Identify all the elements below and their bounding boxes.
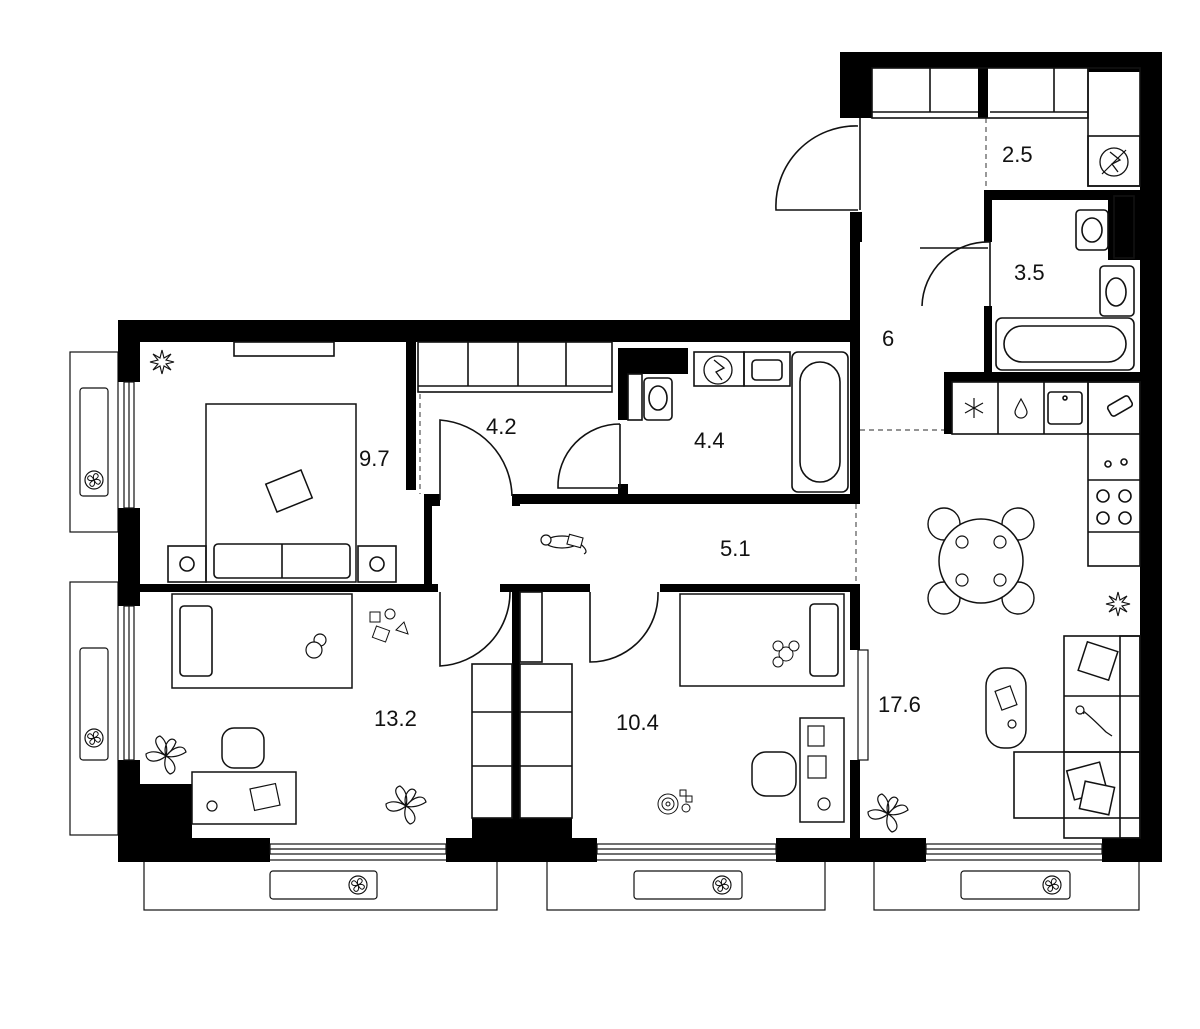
fan-icon [84, 470, 104, 490]
area-bedroom: 9.7 [359, 446, 390, 471]
area-room-left: 13.2 [374, 706, 417, 731]
bathroom-fixtures [627, 351, 849, 493]
wardrobe-shelves [417, 341, 613, 393]
doors [439, 118, 991, 667]
wardrobe-left [471, 591, 573, 819]
area-labels: 2.5 3.5 6 9.7 4.2 4.4 5.1 13.2 10.4 17.6 [359, 142, 1045, 735]
fan-icon [712, 875, 732, 895]
area-corridor: 5.1 [720, 536, 751, 561]
fan-icon [348, 875, 368, 895]
room-left-furniture [145, 593, 427, 825]
area-kitchen-living: 17.6 [878, 692, 921, 717]
electric-meter-icon [1099, 147, 1129, 177]
dining-table [927, 507, 1035, 615]
area-storage: 2.5 [1002, 142, 1033, 167]
bedroom-furniture [149, 341, 397, 583]
drop-icon [1014, 397, 1028, 419]
storage-furniture [871, 67, 1141, 187]
area-hall: 6 [882, 326, 894, 351]
plant-icon [1105, 591, 1131, 617]
room-middle-furniture [657, 593, 845, 823]
area-bathroom-small: 3.5 [1014, 260, 1045, 285]
electric-meter-icon [703, 355, 733, 385]
fan-icon [1042, 875, 1062, 895]
kitchen-counter [951, 381, 1141, 567]
balcony-bottom-1 [143, 859, 498, 911]
sofa [1013, 635, 1141, 839]
area-room-middle: 10.4 [616, 710, 659, 735]
windows [123, 381, 1103, 855]
plant-icon [385, 785, 427, 825]
cat-figure [540, 533, 587, 555]
balcony-left-top [69, 351, 119, 533]
area-wardrobe: 4.2 [486, 414, 517, 439]
coffee-table [985, 667, 1027, 749]
balcony-bottom-2 [546, 859, 826, 911]
balcony-bottom-3 [873, 859, 1140, 911]
exterior-walls [118, 52, 1162, 862]
cat-on-sofa [1075, 705, 1113, 737]
interior-walls [118, 68, 1140, 862]
fan-icon [84, 728, 104, 748]
plant-icon [149, 349, 175, 375]
zone-separators [419, 118, 987, 584]
balcony-left-bottom [69, 581, 119, 836]
snowflake-icon [964, 398, 984, 418]
plant-icon [145, 735, 187, 775]
bathroom-small-fixtures [995, 195, 1135, 371]
plant-icon [867, 793, 909, 833]
area-bathroom: 4.4 [694, 428, 725, 453]
